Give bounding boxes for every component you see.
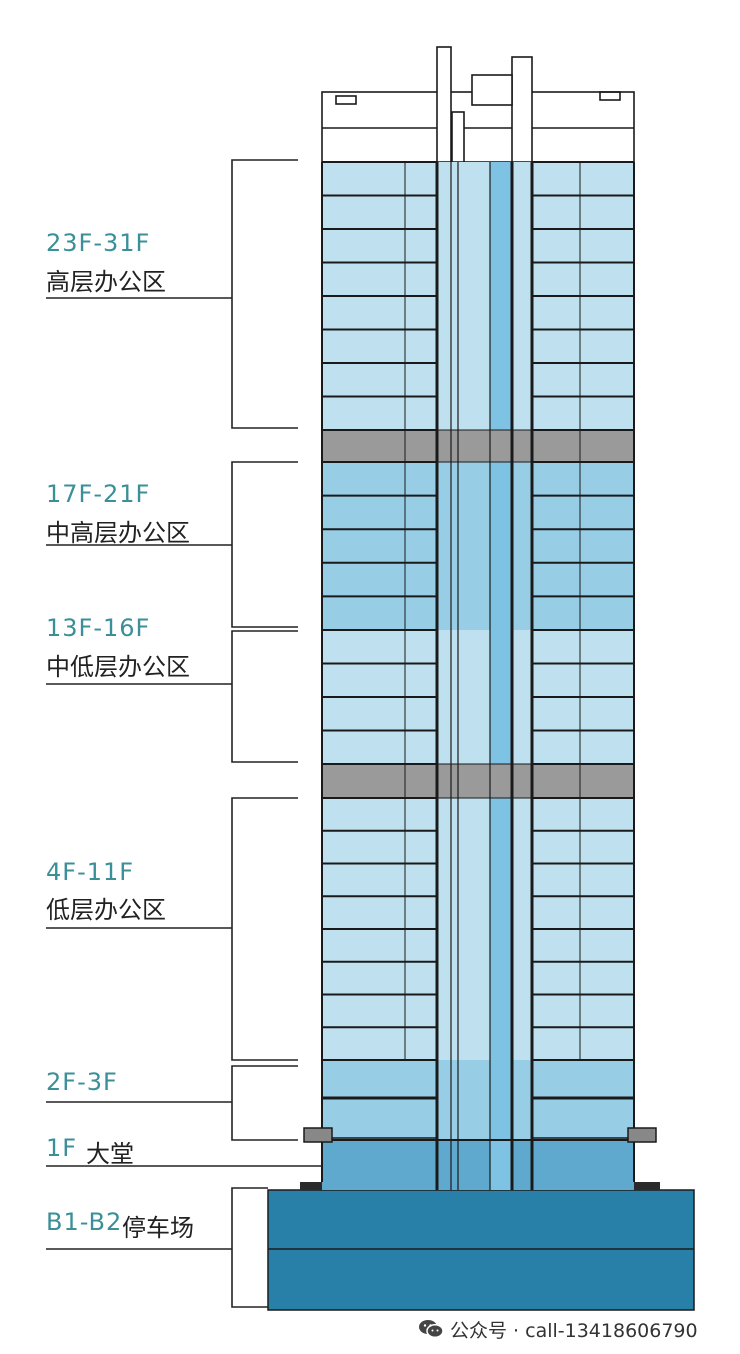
zone-name-mid-low: 中低层办公区: [46, 653, 190, 681]
bracket-2f-3f: [231, 1065, 298, 1141]
mechanical-floor-lower: [321, 763, 635, 799]
zone-name-parking: 停车场: [122, 1214, 194, 1242]
bracket-parking: [231, 1187, 268, 1308]
zone-range-high: 23F-31F: [46, 229, 151, 257]
glass-band-5: [322, 1140, 634, 1190]
zone-range-low: 4F-11F: [46, 858, 135, 886]
zone-name-high: 高层办公区: [46, 268, 166, 296]
zone-range-lobby: 1F: [46, 1134, 78, 1162]
zone-range-mid-high: 17F-21F: [46, 480, 151, 508]
mechanical-floor-upper: [321, 429, 635, 463]
zone-brackets: [46, 159, 322, 1308]
zone-range-2f-3f: 2F-3F: [46, 1068, 118, 1096]
glass-band-1: [322, 462, 634, 630]
zone-range-parking: B1-B2: [46, 1208, 123, 1236]
watermark: 公众号 · call-13418606790: [418, 1314, 698, 1344]
lobby-canopies: [303, 1127, 657, 1143]
zone-name-mid-high: 中高层办公区: [46, 519, 190, 547]
zone-name-low: 低层办公区: [46, 896, 166, 924]
bracket-mid-low: [231, 630, 298, 763]
watermark-text: 公众号 · call-13418606790: [450, 1319, 698, 1342]
bracket-low: [231, 797, 298, 1061]
roof-structure: [321, 46, 635, 163]
bracket-high: [231, 159, 298, 429]
core-shafts: [321, 162, 635, 1190]
core-strip: [490, 162, 512, 1190]
glass-band-4: [322, 1060, 634, 1140]
zone-range-mid-low: 13F-16F: [46, 614, 151, 642]
bracket-mid-high: [231, 461, 298, 628]
zone-name-lobby: 大堂: [86, 1140, 134, 1168]
wechat-icon: [418, 1318, 444, 1340]
basement-block: [268, 1190, 694, 1310]
